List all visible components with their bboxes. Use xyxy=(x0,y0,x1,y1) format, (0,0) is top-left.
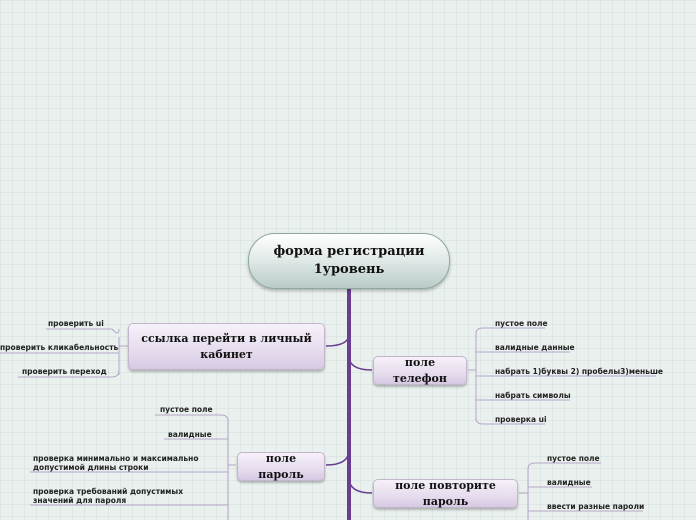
node-link-label: ссылка перейти в личный кабинет xyxy=(141,331,312,361)
branch-password xyxy=(325,449,350,466)
node-phone-label: поле телефон xyxy=(393,355,447,385)
node-link[interactable]: ссылка перейти в личный кабинет xyxy=(128,323,325,370)
node-repeat-label: поле повторите пароль xyxy=(395,478,496,508)
leaf-phone-valid[interactable]: валидные данные xyxy=(495,343,575,352)
node-password[interactable]: поле пароль xyxy=(237,452,325,481)
node-phone[interactable]: поле телефон xyxy=(373,356,467,385)
leaf-password-empty[interactable]: пустое поле xyxy=(160,405,213,414)
leaf-repeat-different[interactable]: ввести разные пароли xyxy=(547,502,645,511)
root-subtitle: 1уровень xyxy=(313,262,385,277)
leaf-repeat-valid[interactable]: валидные xyxy=(547,478,591,487)
leaf-link-check-clickable[interactable]: проверить кликабельность xyxy=(0,343,119,352)
branch-link xyxy=(325,333,350,347)
leaf-password-valid[interactable]: валидные xyxy=(168,430,212,439)
leaf-phone-ui[interactable]: проверка ui xyxy=(495,415,547,424)
leaf-phone-empty[interactable]: пустое поле xyxy=(495,319,548,328)
link-leaf-lines xyxy=(0,328,128,378)
password-leaf-lines xyxy=(30,414,236,520)
leaf-phone-type[interactable]: набрать 1)буквы 2) пробелы3)меньше xyxy=(495,367,664,376)
node-repeat-password[interactable]: поле повторите пароль xyxy=(373,479,518,508)
leaf-password-requirements[interactable]: проверка требований допустимых значений … xyxy=(33,487,184,505)
branch-repeat xyxy=(348,477,373,494)
root-node[interactable]: форма регистрации 1уровень xyxy=(248,233,450,289)
node-password-label: поле пароль xyxy=(258,451,304,481)
repeat-leaf-lines xyxy=(519,462,643,520)
leaf-phone-symbols[interactable]: набрать символы xyxy=(495,391,571,400)
branch-phone xyxy=(348,355,373,371)
leaf-link-check-ui[interactable]: проверить ui xyxy=(48,319,104,328)
phone-leaf-lines xyxy=(468,327,656,425)
leaf-password-length[interactable]: проверка минимально и максимально допуст… xyxy=(33,454,199,472)
leaf-repeat-empty[interactable]: пустое поле xyxy=(547,454,600,463)
root-title: форма регистрации xyxy=(273,244,425,259)
leaf-link-check-transition[interactable]: проверить переход xyxy=(22,367,107,376)
